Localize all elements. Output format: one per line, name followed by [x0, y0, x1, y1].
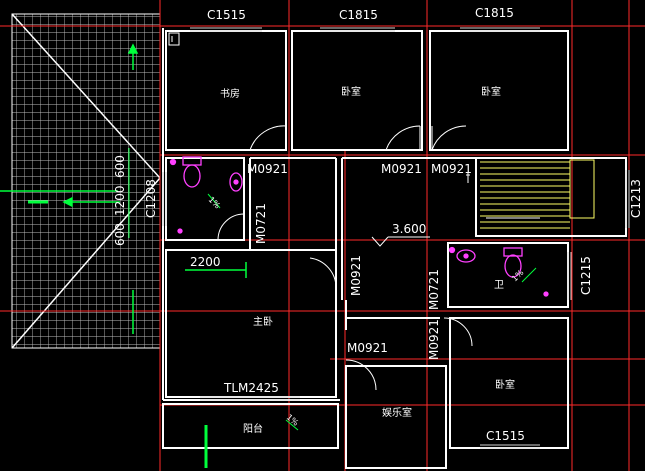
window-label-tlm2425: TLM2425 [223, 381, 279, 395]
door-label-m0921-lower-right: M0921 [427, 319, 441, 360]
door-label-m0921-hall: M0921 [349, 255, 363, 296]
window-label-c1815-right: C1815 [475, 6, 514, 20]
door-label-m0921-lower: M0921 [347, 341, 388, 355]
roof-hatch-area [11, 13, 161, 349]
window-label-c1815-mid: C1815 [339, 8, 378, 22]
room-label-bedroom-3: 卧室 [495, 378, 515, 391]
door-swings [217, 125, 473, 391]
door-label-m0721-left: M0721 [254, 203, 268, 244]
staircase [480, 159, 595, 229]
dimension-600-bottom: 600 [113, 223, 127, 246]
windows-graphics [162, 27, 630, 449]
elevation-label: 3.600 [392, 222, 426, 236]
door-label-m0921-bath: M0921 [247, 162, 288, 176]
room-label-recreation: 娱乐室 [382, 406, 412, 419]
door-label-m0921-center-left: M0921 [381, 162, 422, 176]
dimension-2200: 2200 [190, 255, 221, 269]
slope-label-bath-left: 1% [207, 195, 223, 211]
window-label-c1213: C1213 [629, 179, 643, 218]
room-label-bedroom-2: 卧室 [481, 85, 501, 98]
room-label-bedroom-1: 卧室 [341, 85, 361, 98]
markers [168, 32, 470, 247]
window-label-c1215: C1215 [579, 256, 593, 295]
room-label-balcony: 阳台 [243, 422, 263, 435]
room-label-study: 书房 [220, 87, 240, 100]
dimension-600-top: 600 [113, 155, 127, 178]
window-label-c1515-top: C1515 [207, 8, 246, 22]
door-label-m0921-center-right: M0921 [431, 162, 472, 176]
bath-fixtures [169, 156, 549, 297]
door-label-m0721-right: M0721 [427, 269, 441, 310]
window-label-c1515-bottom: C1515 [486, 429, 525, 443]
slope-label-balcony: 1% [285, 413, 301, 428]
room-label-bath-right: 卫 [494, 280, 504, 291]
dimension-lines [0, 43, 537, 468]
room-label-master: 主卧 [253, 315, 273, 328]
dimension-1200: 1200 [113, 185, 127, 216]
window-label-c1208: C1208 [144, 179, 158, 218]
